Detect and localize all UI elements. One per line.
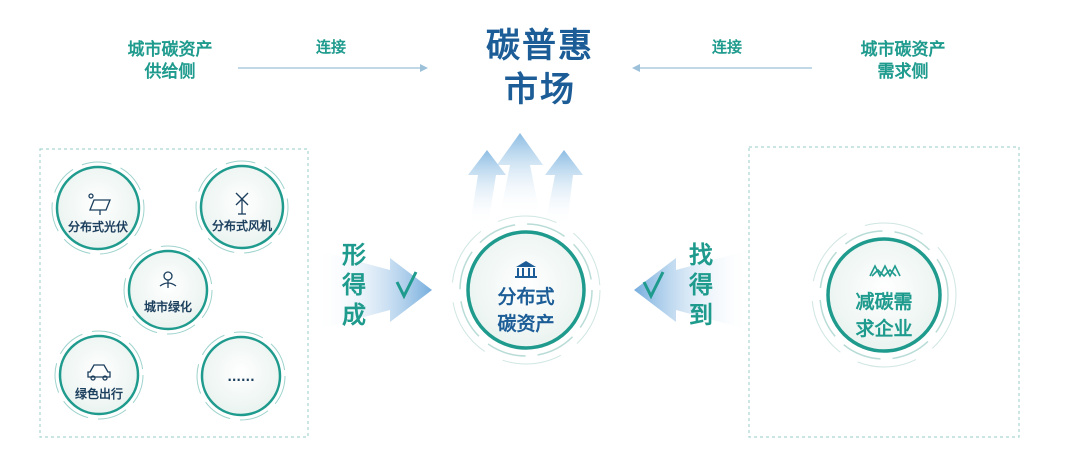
- title-line1: 碳普惠: [486, 26, 594, 66]
- form-char-3: 成: [342, 301, 366, 329]
- factory-icon: [869, 264, 901, 278]
- circle-travel: [54, 330, 144, 420]
- demand-label-line2: 需求侧: [877, 62, 929, 82]
- carbon-market-title: 碳普惠 市场: [440, 24, 640, 112]
- find-vertical-text: 找 得 到: [686, 240, 716, 330]
- find-char-3: 到: [689, 301, 713, 329]
- supply-label-line2: 供给侧: [144, 62, 196, 82]
- form-char-1: 形: [342, 241, 366, 269]
- supply-label-line1: 城市碳资产: [127, 40, 213, 60]
- solar-panel-icon: [88, 193, 111, 215]
- supply-panel-border: [39, 148, 309, 438]
- demand-side-label: 城市碳资产 需求侧: [838, 39, 968, 83]
- item-solar-label: 分布式光伏: [67, 220, 128, 234]
- demand-enterprise-label: 减碳需 求企业: [834, 289, 934, 343]
- item-greening-label: 城市绿化: [143, 300, 192, 314]
- form-char-2: 得: [342, 271, 366, 299]
- item-travel-label: 绿色出行: [74, 387, 123, 401]
- form-vertical-text: 形 得 成: [339, 240, 369, 330]
- demand-line1: 减碳需: [855, 291, 913, 313]
- demand-label-line1: 城市碳资产: [860, 40, 946, 60]
- tree-icon: [159, 271, 177, 288]
- find-char-1: 找: [689, 241, 713, 269]
- upward-arrows: [468, 133, 583, 225]
- bank-icon: [515, 261, 537, 278]
- circle-more: [196, 331, 286, 421]
- demand-line2: 求企业: [855, 318, 913, 340]
- item-wind-label: 分布式风机: [211, 219, 272, 233]
- item-more-label: ......: [227, 370, 255, 384]
- check-icon-left: [395, 271, 418, 300]
- center-circle: [451, 215, 601, 365]
- check-icon-right: [642, 271, 665, 300]
- left-big-arrow: [316, 250, 432, 330]
- supply-side-label: 城市碳资产 供给侧: [105, 39, 235, 83]
- center-line1: 分布式: [497, 286, 555, 308]
- center-asset-label: 分布式 碳资产: [476, 284, 576, 338]
- connect-line-left: [238, 64, 428, 72]
- center-line2: 碳资产: [497, 313, 555, 335]
- connect-label-left: 连接: [315, 38, 346, 56]
- circle-green: [123, 245, 213, 335]
- right-big-arrow: [634, 250, 750, 330]
- circle-solar: [51, 161, 145, 255]
- windmill-icon: [235, 192, 249, 215]
- connect-label-right: 连接: [711, 38, 742, 56]
- find-char-2: 得: [689, 271, 713, 299]
- title-line2: 市场: [504, 70, 576, 110]
- connect-line-right: [632, 64, 812, 72]
- demand-circle: [811, 222, 957, 368]
- car-icon: [87, 364, 111, 381]
